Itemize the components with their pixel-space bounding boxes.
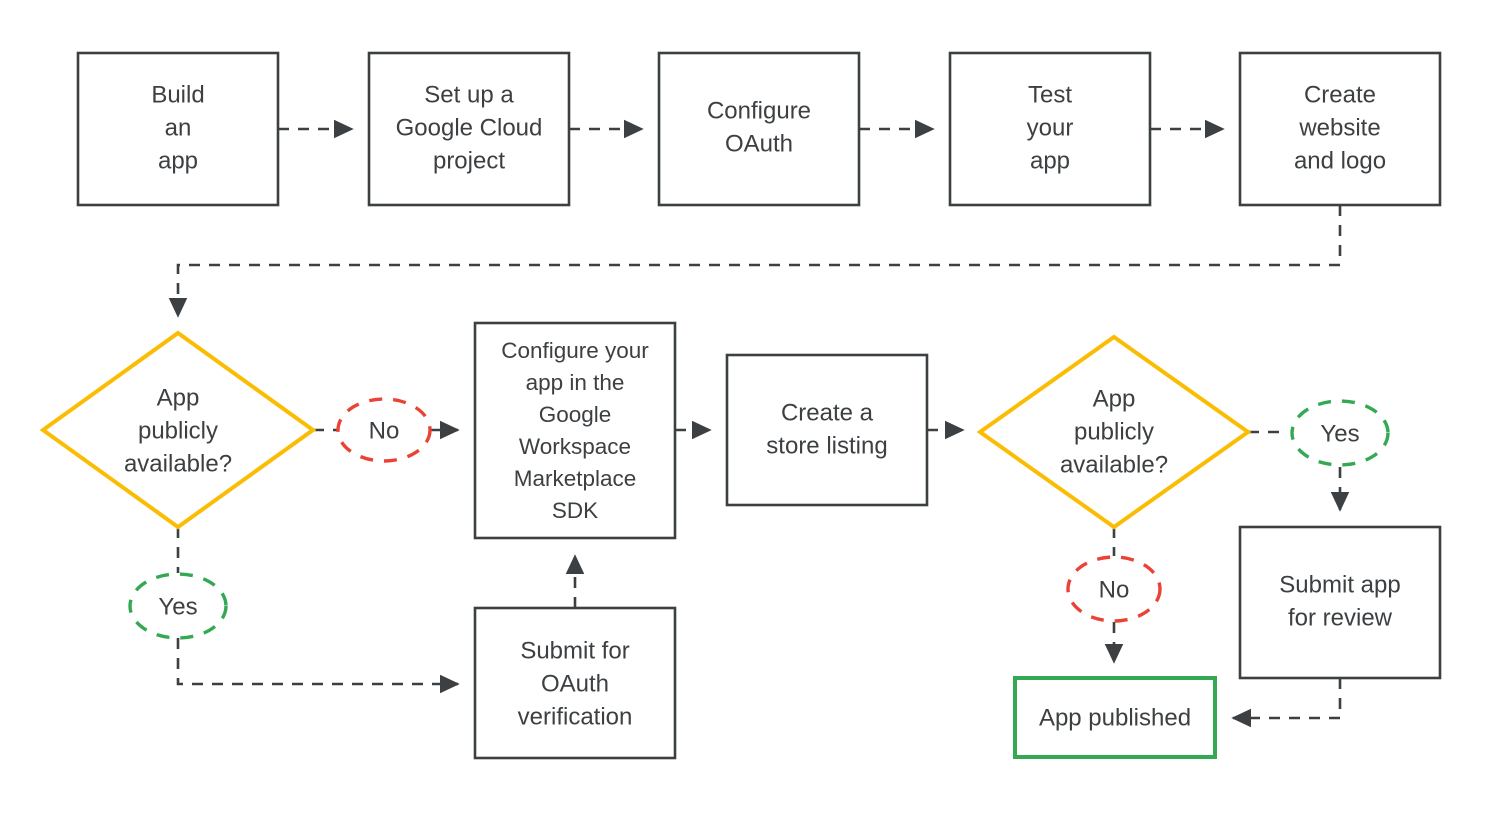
- node-decision-left[interactable]: App publicly available?: [39, 330, 317, 530]
- node-configure-oauth-line-1: OAuth: [725, 130, 793, 157]
- node-store-listing[interactable]: Create a store listing: [725, 353, 929, 507]
- node-submit-review-shape: [1238, 525, 1442, 680]
- edge-label-left-no: No: [336, 397, 432, 463]
- edge-label-right-no: No: [1066, 555, 1162, 623]
- node-configure-sdk-line-5: SDK: [552, 498, 598, 523]
- node-app-published-shape: [1013, 676, 1217, 759]
- node-oauth-verification-line-2: verification: [518, 703, 633, 730]
- edge-layer: [168, 119, 1350, 728]
- node-gcp-project-line-2: project: [433, 147, 505, 174]
- edge-website-to-decision-left: [168, 205, 1342, 318]
- node-gcp-project-line-0: Set up a: [424, 81, 514, 108]
- no-oval-label: No: [369, 417, 400, 444]
- node-build-app-shape: [76, 51, 280, 207]
- node-configure-sdk-line-2: Google: [539, 402, 612, 427]
- node-test-app[interactable]: Test your app: [948, 51, 1152, 207]
- node-build-app-line-1: an: [165, 114, 192, 141]
- node-decision-left-line-1: publicly: [138, 417, 218, 444]
- node-configure-sdk-shape: [473, 321, 677, 540]
- yes-oval-shape: [128, 572, 228, 640]
- node-configure-oauth[interactable]: Configure OAuth: [657, 51, 861, 207]
- yes-oval-right-shape: [1290, 399, 1390, 467]
- node-decision-left-shape: [39, 330, 317, 530]
- node-configure-sdk-line-0: Configure your: [501, 338, 649, 363]
- no-oval-right-shape: [1066, 555, 1162, 623]
- node-configure-sdk-line-4: Marketplace: [514, 466, 637, 491]
- node-decision-left-line-2: available?: [124, 450, 232, 477]
- node-configure-oauth-line-0: Configure: [707, 97, 811, 124]
- node-configure-sdk-line-3: Workspace: [519, 434, 631, 459]
- node-decision-right-line-0: App: [1093, 385, 1136, 412]
- node-store-listing-shape: [725, 353, 929, 507]
- node-test-app-shape: [948, 51, 1152, 207]
- node-submit-review-line-0: Submit app: [1279, 571, 1400, 598]
- node-website-logo-line-1: website: [1298, 114, 1380, 141]
- node-build-app[interactable]: Build an app: [76, 51, 280, 207]
- node-oauth-verification-shape: [473, 606, 677, 760]
- yes-oval-label: Yes: [158, 593, 197, 620]
- no-oval-right-label: No: [1099, 576, 1130, 603]
- node-build-app-line-0: Build: [151, 81, 204, 108]
- edge-submit-review-to-app-published: [1231, 678, 1342, 728]
- node-decision-right-line-2: available?: [1060, 451, 1168, 478]
- node-submit-review-line-1: for review: [1288, 604, 1393, 631]
- node-website-logo-line-2: and logo: [1294, 147, 1386, 174]
- node-configure-sdk-line-1: app in the: [526, 370, 625, 395]
- node-test-app-line-2: app: [1030, 147, 1070, 174]
- node-app-published[interactable]: App published: [1013, 676, 1217, 759]
- node-website-logo-line-0: Create: [1304, 81, 1376, 108]
- node-configure-oauth-shape: [657, 51, 861, 207]
- node-store-listing-line-0: Create a: [781, 399, 874, 426]
- edge-label-right-yes: Yes: [1290, 399, 1390, 467]
- node-submit-review[interactable]: Submit app for review: [1238, 525, 1442, 680]
- node-decision-right-shape: [976, 334, 1252, 530]
- node-oauth-verification-line-0: Submit for: [520, 637, 629, 664]
- node-gcp-project-line-1: Google Cloud: [396, 114, 543, 141]
- node-decision-right-line-1: publicly: [1074, 418, 1154, 445]
- node-oauth-verification[interactable]: Submit for OAuth verification: [473, 606, 677, 760]
- node-store-listing-line-1: store listing: [766, 432, 887, 459]
- node-gcp-project-shape: [367, 51, 571, 207]
- node-build-app-line-2: app: [158, 147, 198, 174]
- node-decision-left-line-0: App: [157, 384, 200, 411]
- node-website-logo-shape: [1238, 51, 1442, 207]
- node-oauth-verification-line-1: OAuth: [541, 670, 609, 697]
- node-configure-sdk[interactable]: Configure your app in the Google Workspa…: [473, 321, 677, 540]
- yes-oval-right-label: Yes: [1320, 420, 1359, 447]
- node-test-app-line-1: your: [1027, 114, 1074, 141]
- node-website-logo[interactable]: Create website and logo: [1238, 51, 1442, 207]
- node-gcp-project[interactable]: Set up a Google Cloud project: [367, 51, 571, 207]
- edge-yes-to-oauth-verification: [176, 638, 460, 694]
- node-test-app-line-0: Test: [1028, 81, 1072, 108]
- no-oval-shape: [336, 397, 432, 463]
- edge-label-left-yes: Yes: [128, 572, 228, 640]
- node-decision-right[interactable]: App publicly available?: [976, 334, 1252, 530]
- node-app-published-label: App published: [1039, 704, 1191, 731]
